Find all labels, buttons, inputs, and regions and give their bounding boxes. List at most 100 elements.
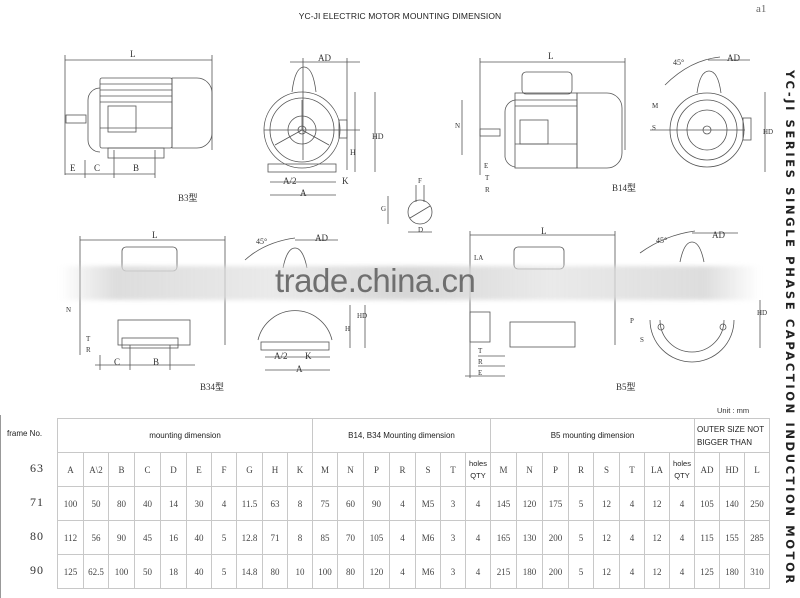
table-cell: 4 <box>389 554 416 589</box>
table-cell: 40 <box>186 554 212 589</box>
table-cell: 45 <box>134 520 161 555</box>
dim-label-K: K <box>342 176 349 186</box>
shaft-section-drawing <box>387 185 433 233</box>
drawing-label-b3: B3型 <box>178 193 198 203</box>
table-cell: 180 <box>516 554 543 589</box>
dim-label-M-b14: M <box>652 102 659 110</box>
dim-label-HD: HD <box>372 132 384 141</box>
dim-label-A: A <box>300 188 307 198</box>
table-cell: 200 <box>542 554 569 589</box>
table-cell: 50 <box>134 554 161 589</box>
frame-no: 71 <box>30 495 44 509</box>
table-cell: 4 <box>669 486 695 521</box>
table-cell: 145 <box>490 486 517 521</box>
column-header: H <box>262 452 288 487</box>
unit-label: Unit : mm <box>717 406 750 415</box>
table-cell: 4 <box>211 486 237 521</box>
table-cell: 8 <box>287 486 313 521</box>
dim-label-AD-b5: AD <box>712 230 725 240</box>
table-cell: 130 <box>516 520 543 555</box>
table-cell: 80 <box>337 554 364 589</box>
column-header: T <box>619 452 645 487</box>
dim-label-H: H <box>350 148 356 157</box>
column-header: B <box>108 452 135 487</box>
table-cell: 5 <box>568 554 594 589</box>
watermark: trade.china.cn <box>275 262 476 299</box>
dim-label-R-b14: R <box>485 186 490 194</box>
table-cell: 215 <box>490 554 517 589</box>
table-cell: 250 <box>744 486 770 521</box>
table-cell: 5 <box>568 520 594 555</box>
table-cell: 105 <box>363 520 390 555</box>
dim-label-45-b5: 45° <box>656 236 668 245</box>
table-cell: 5 <box>568 486 594 521</box>
table-cell: 80 <box>262 554 288 589</box>
dim-label-AD-b34: AD <box>315 233 328 243</box>
column-header: K <box>287 452 313 487</box>
table-cell: 90 <box>108 520 135 555</box>
dim-label-AD: AD <box>318 53 331 63</box>
column-header: N <box>516 452 543 487</box>
dim-label-K-b34: K <box>305 351 312 361</box>
dim-label-E: E <box>70 163 76 173</box>
dim-label-E-b5: E <box>478 369 483 377</box>
column-header: A\2 <box>83 452 109 487</box>
table-cell: 175 <box>542 486 569 521</box>
group-header-b5: B5 mounting dimension <box>490 418 695 453</box>
dim-label-45-b14: 45° <box>673 58 685 67</box>
table-cell: 12 <box>644 486 670 521</box>
column-header: P <box>363 452 390 487</box>
dim-label-L-b34: L <box>152 230 158 240</box>
dim-label-HD-b14: HD <box>763 128 774 136</box>
table-cell: 100 <box>108 554 135 589</box>
b14-side-view-drawing <box>461 58 626 175</box>
group-header-b14-b34: B14, B34 Mounting dimension <box>312 418 491 453</box>
dim-label-B: B <box>133 163 140 173</box>
dim-label-S-b5: S <box>640 336 644 344</box>
table-cell: 100 <box>57 486 84 521</box>
table-cell: 50 <box>83 486 109 521</box>
table-cell: 5 <box>211 520 237 555</box>
table-cell: 18 <box>160 554 187 589</box>
motor-drawings <box>64 55 766 378</box>
dimension-table: mounting dimension B14, B34 Mounting dim… <box>57 418 770 589</box>
table-cell: 62.5 <box>83 554 109 589</box>
dim-label-E-b14: E <box>484 162 489 170</box>
column-header: E <box>186 452 212 487</box>
column-header: L <box>744 452 770 487</box>
table-cell: 115 <box>694 520 720 555</box>
table-cell: 10 <box>287 554 313 589</box>
dim-label-A2: A/2 <box>283 176 297 186</box>
table-cell: 70 <box>337 520 364 555</box>
dim-label-S-b14: S <box>652 124 656 132</box>
group-header-outer-size: OUTER SIZE NOT BIGGER THAN <box>694 418 770 453</box>
dim-label-L-b14: L <box>548 51 554 61</box>
column-header: holes QTY <box>465 452 491 487</box>
table-cell: 40 <box>186 520 212 555</box>
dim-label-C: C <box>94 163 101 173</box>
column-header: F <box>211 452 237 487</box>
column-header: C <box>134 452 161 487</box>
drawing-label-b5: B5型 <box>616 382 636 392</box>
table-cell: 12 <box>644 554 670 589</box>
dim-label-L: L <box>130 49 136 59</box>
table-cell: 140 <box>719 486 745 521</box>
table-cell: 4 <box>619 520 645 555</box>
column-header: M <box>312 452 338 487</box>
dim-label-N-b34: N <box>66 306 72 314</box>
dim-label-B-b34: B <box>153 357 160 367</box>
table-cell: 12 <box>593 554 620 589</box>
column-header: AD <box>694 452 720 487</box>
dim-label-LA-b5: LA <box>474 254 484 262</box>
drawings-area: L E C B B3型 AD HD H A/2 A K F G D L N E … <box>60 49 774 392</box>
dim-label-C-b34: C <box>114 357 121 367</box>
table-cell: 4 <box>669 520 695 555</box>
table-cell: 100 <box>312 554 338 589</box>
table-cell: 120 <box>363 554 390 589</box>
frame-no: 90 <box>30 563 44 577</box>
watermark-band <box>60 266 760 300</box>
dim-label-R-b34: R <box>86 346 91 354</box>
dim-label-N-b14: N <box>455 122 461 130</box>
table-cell: 4 <box>669 554 695 589</box>
